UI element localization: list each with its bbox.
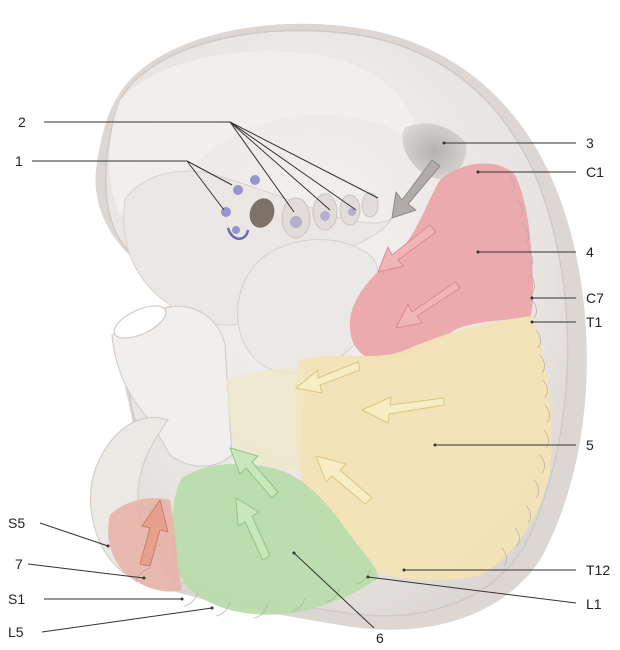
label-2: 2 — [18, 115, 26, 129]
label-7: 7 — [15, 557, 23, 571]
label-c7: C7 — [586, 291, 604, 305]
label-s5: S5 — [8, 516, 25, 530]
label-l1: L1 — [586, 597, 602, 611]
label-t1: T1 — [586, 315, 602, 329]
label-t12: T12 — [586, 563, 610, 577]
label-6: 6 — [376, 631, 384, 645]
label-l5: L5 — [8, 625, 24, 639]
label-c1: C1 — [586, 165, 604, 179]
label-3: 3 — [586, 136, 594, 150]
label-5: 5 — [586, 438, 594, 452]
label-s1: S1 — [8, 592, 25, 606]
label-1: 1 — [15, 154, 23, 168]
label-4: 4 — [586, 245, 594, 259]
